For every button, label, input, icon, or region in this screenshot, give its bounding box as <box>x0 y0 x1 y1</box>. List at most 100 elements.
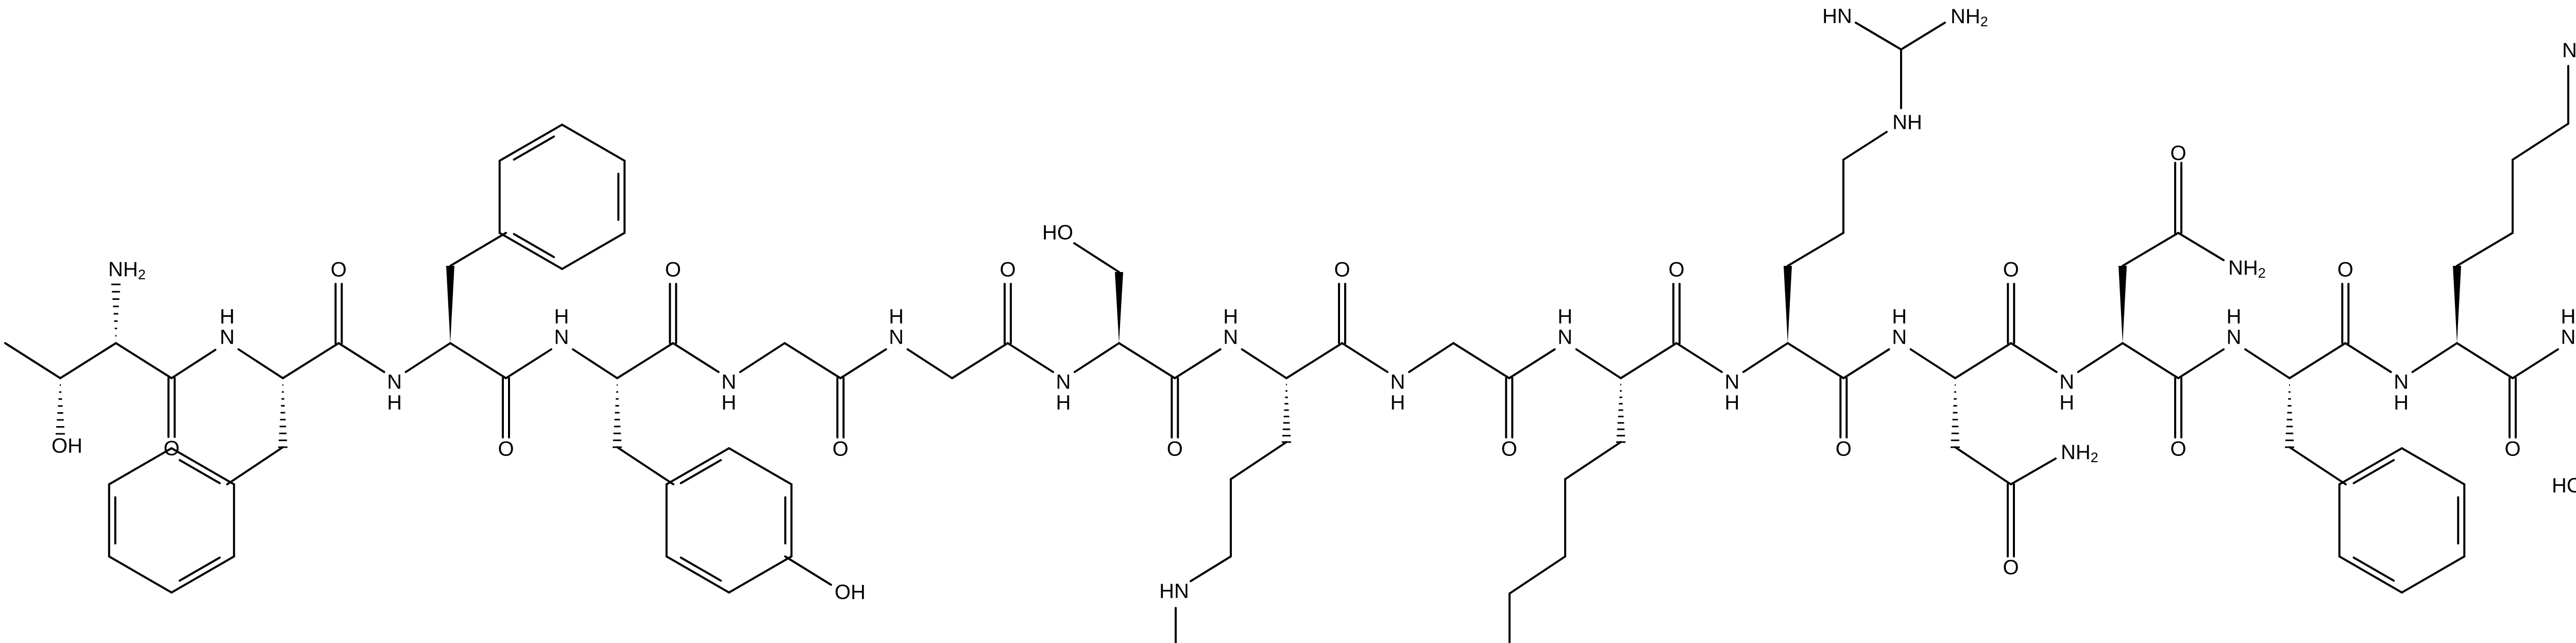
bond <box>1954 342 2012 379</box>
bond <box>1341 342 1388 373</box>
atom-label: N <box>220 326 235 349</box>
bond <box>665 555 730 594</box>
bond <box>178 556 221 582</box>
wedge-bond <box>2453 266 2461 343</box>
atom-label: H <box>2394 392 2409 414</box>
atom-label: O <box>498 438 514 461</box>
bond <box>108 555 173 594</box>
atom-label: H <box>889 306 904 328</box>
atom-label: OH <box>52 435 82 458</box>
amine-label: NH2 <box>2228 257 2266 281</box>
atom-label: OH <box>835 581 866 604</box>
wedge-bond <box>1784 266 1792 343</box>
atom-label: H <box>1557 306 1572 328</box>
atom-label: H <box>721 392 736 414</box>
bond <box>1452 342 1511 379</box>
bond <box>1575 348 1622 379</box>
atom-label: O <box>1668 259 1684 281</box>
bond <box>2344 342 2392 373</box>
bond <box>665 447 730 485</box>
atom-label: H <box>1223 306 1238 328</box>
atom-label: O <box>2003 259 2019 281</box>
bond <box>951 342 1009 379</box>
wedge-bond <box>1115 272 1123 343</box>
atom-label: O <box>2003 556 2019 579</box>
bond <box>839 348 887 379</box>
atom-label: N <box>387 371 402 394</box>
bond <box>906 348 953 379</box>
bond <box>337 342 385 373</box>
atom-label: N <box>1391 371 1405 394</box>
atom-label: O <box>1167 438 1183 461</box>
bond <box>171 555 235 594</box>
atom-label: O <box>833 438 849 461</box>
bond <box>449 232 507 267</box>
bond <box>1954 446 2012 485</box>
atom-label: H <box>2561 306 2576 328</box>
bond <box>2401 555 2466 594</box>
bond <box>1073 242 1120 273</box>
bond <box>282 342 340 379</box>
bond <box>4 342 61 379</box>
bond <box>449 342 507 379</box>
bond <box>1861 25 1895 47</box>
bond <box>2122 342 2179 379</box>
bond <box>1675 342 1723 373</box>
amine-label: NH2 <box>1951 5 1988 30</box>
atom-label-layer: OHNH2ONHNHONHONHONHONHONHONHONHONHONHONH… <box>52 5 2576 604</box>
atom-label: O <box>2170 438 2186 461</box>
atom-label: H <box>1892 306 1907 328</box>
atom-label: O <box>999 259 1015 281</box>
bond <box>2244 348 2291 379</box>
atom-label: NH <box>1892 111 1922 134</box>
bond <box>2338 555 2403 594</box>
bond <box>680 459 722 484</box>
bond <box>1564 441 1622 480</box>
bond <box>1842 131 1888 161</box>
atom-label: H <box>2059 392 2074 414</box>
atom-label: O <box>2504 438 2520 461</box>
bond <box>2177 232 2225 261</box>
bond <box>1842 348 1890 379</box>
bond <box>171 349 216 379</box>
atom-label: O <box>2337 259 2353 281</box>
bond <box>1508 348 1556 379</box>
bond <box>505 348 552 379</box>
bond <box>1007 342 1054 373</box>
bond <box>2289 446 2347 485</box>
atom-label: N <box>889 326 904 349</box>
bond <box>115 342 173 379</box>
bond <box>561 232 626 270</box>
amine-label: NH2 <box>2562 39 2576 64</box>
atom-label: H <box>2227 306 2242 328</box>
bond <box>1900 22 1946 50</box>
atom-label: HN <box>1822 5 1852 28</box>
bond <box>1408 342 1454 373</box>
atom-label: N <box>1557 326 1572 349</box>
bond <box>1742 342 1789 373</box>
bond <box>1787 232 1844 267</box>
atom-label: H <box>220 306 235 328</box>
atom-label: O <box>2170 142 2186 165</box>
bond <box>1074 342 1120 373</box>
atom-label: N <box>1892 326 1907 349</box>
atom-label: H <box>1725 392 1740 414</box>
wedge-bond <box>446 266 454 343</box>
bond <box>1241 348 1287 379</box>
atom-label: N <box>2227 326 2242 349</box>
bond <box>784 342 842 379</box>
atom-label: H <box>554 306 569 328</box>
atom-label: N <box>1223 326 1238 349</box>
bond <box>728 555 793 594</box>
bond <box>513 233 555 259</box>
bond <box>498 232 563 270</box>
bond <box>498 124 563 162</box>
bond <box>2352 556 2395 582</box>
bond <box>2177 348 2225 379</box>
atom-label: N <box>2059 371 2074 394</box>
bond <box>59 342 117 379</box>
bond <box>178 459 221 484</box>
atom-label: O <box>1334 259 1350 281</box>
bond <box>404 342 451 373</box>
